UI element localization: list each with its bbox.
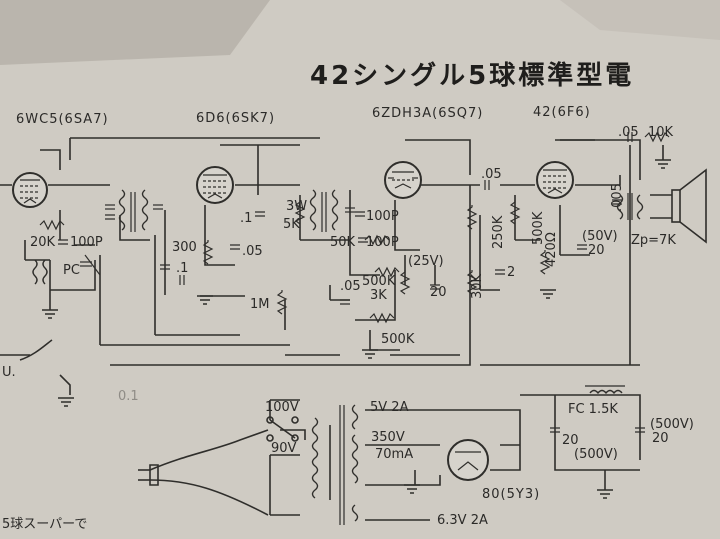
label-1m: 1M	[250, 297, 270, 312]
label-500k-a: 500K	[362, 274, 396, 289]
label-100v: 100V	[265, 400, 299, 415]
tube-label-6wc5: 6WC5(6SA7)	[16, 112, 109, 127]
label-100p-c: 100P	[366, 235, 399, 250]
label-500v-a: (500V)	[574, 447, 618, 462]
label-20-d: 20	[652, 431, 669, 446]
voltage-selector	[266, 416, 299, 442]
label-50v: (50V)	[582, 229, 618, 244]
tube-label-42: 42(6F6)	[533, 105, 591, 120]
tube-80	[447, 439, 489, 481]
resistors	[39, 131, 670, 324]
label-20-a: 20	[430, 285, 447, 300]
page-shadow	[0, 0, 270, 65]
label-c05-top: .05	[618, 125, 639, 140]
label-c05-c: .05	[481, 167, 502, 182]
label-50k: 50K	[330, 235, 356, 250]
power-transformer	[311, 404, 359, 525]
tube-6wc5	[12, 172, 48, 208]
filter-choke	[585, 385, 625, 395]
label-c01b: .1	[240, 211, 252, 226]
label-u: U.	[2, 365, 16, 380]
label-c005: .005	[610, 183, 625, 212]
page-shadow-right	[560, 0, 720, 40]
label-25v: (25V)	[408, 254, 444, 269]
label-100p-a: 100P	[70, 235, 103, 250]
label-70ma: 70mA	[375, 447, 413, 462]
power-plug	[138, 464, 159, 486]
label-500v-b: (500V)	[650, 417, 694, 432]
output-transformer	[616, 193, 644, 220]
label-250k: 250K	[491, 215, 506, 249]
label-2: 2	[507, 265, 515, 280]
if-transformer-2	[309, 189, 355, 232]
tube-42	[536, 161, 574, 199]
label-90v: 90V	[271, 441, 297, 456]
pencil-note: 0.1	[118, 389, 139, 404]
label-c01: .1	[176, 261, 188, 276]
label-20-b: 20	[588, 243, 605, 258]
main-wiring	[0, 137, 641, 521]
label-10k: 10K	[648, 125, 674, 140]
label-zp: Zp=7K	[631, 233, 676, 248]
if-transformer-1	[105, 189, 163, 232]
label-pc: PC	[63, 263, 80, 278]
label-fc: FC 1.5K	[568, 402, 618, 417]
label-5k: 5K	[283, 217, 300, 232]
label-c05-a: .05	[242, 244, 263, 259]
antenna-coil	[32, 254, 101, 285]
speaker	[650, 168, 707, 244]
label-500k-b: 500K	[381, 332, 415, 347]
label-30k: 30K	[470, 273, 485, 299]
ground-symbols	[42, 145, 671, 499]
tube-label-6d6: 6D6(6SK7)	[196, 111, 275, 126]
label-500k-c: 500K	[531, 211, 546, 245]
tube-6zdh3a	[384, 161, 422, 199]
label-20-c: 20	[562, 433, 579, 448]
label-63v: 6.3V 2A	[437, 513, 488, 528]
footer-note: 5球スーパーで	[2, 517, 87, 532]
label-c05-b: .05	[340, 279, 361, 294]
label-20k: 20K	[30, 235, 56, 250]
label-3w: 3W	[286, 199, 307, 214]
label-420: 420Ω	[544, 232, 559, 267]
tube-6d6	[196, 166, 234, 204]
label-3k: 3K	[370, 288, 387, 303]
tube-label-80: 80(5Y3)	[482, 487, 540, 502]
capacitors	[58, 132, 645, 433]
diagram-title: 42シングル5球標準型電	[310, 60, 634, 91]
label-5v: 5V 2A	[370, 400, 409, 415]
label-300: 300	[172, 240, 197, 255]
label-100p-b: 100P	[366, 209, 399, 224]
label-350v: 350V	[371, 430, 405, 445]
tube-label-6zdh3a: 6ZDH3A(6SQ7)	[372, 106, 483, 121]
